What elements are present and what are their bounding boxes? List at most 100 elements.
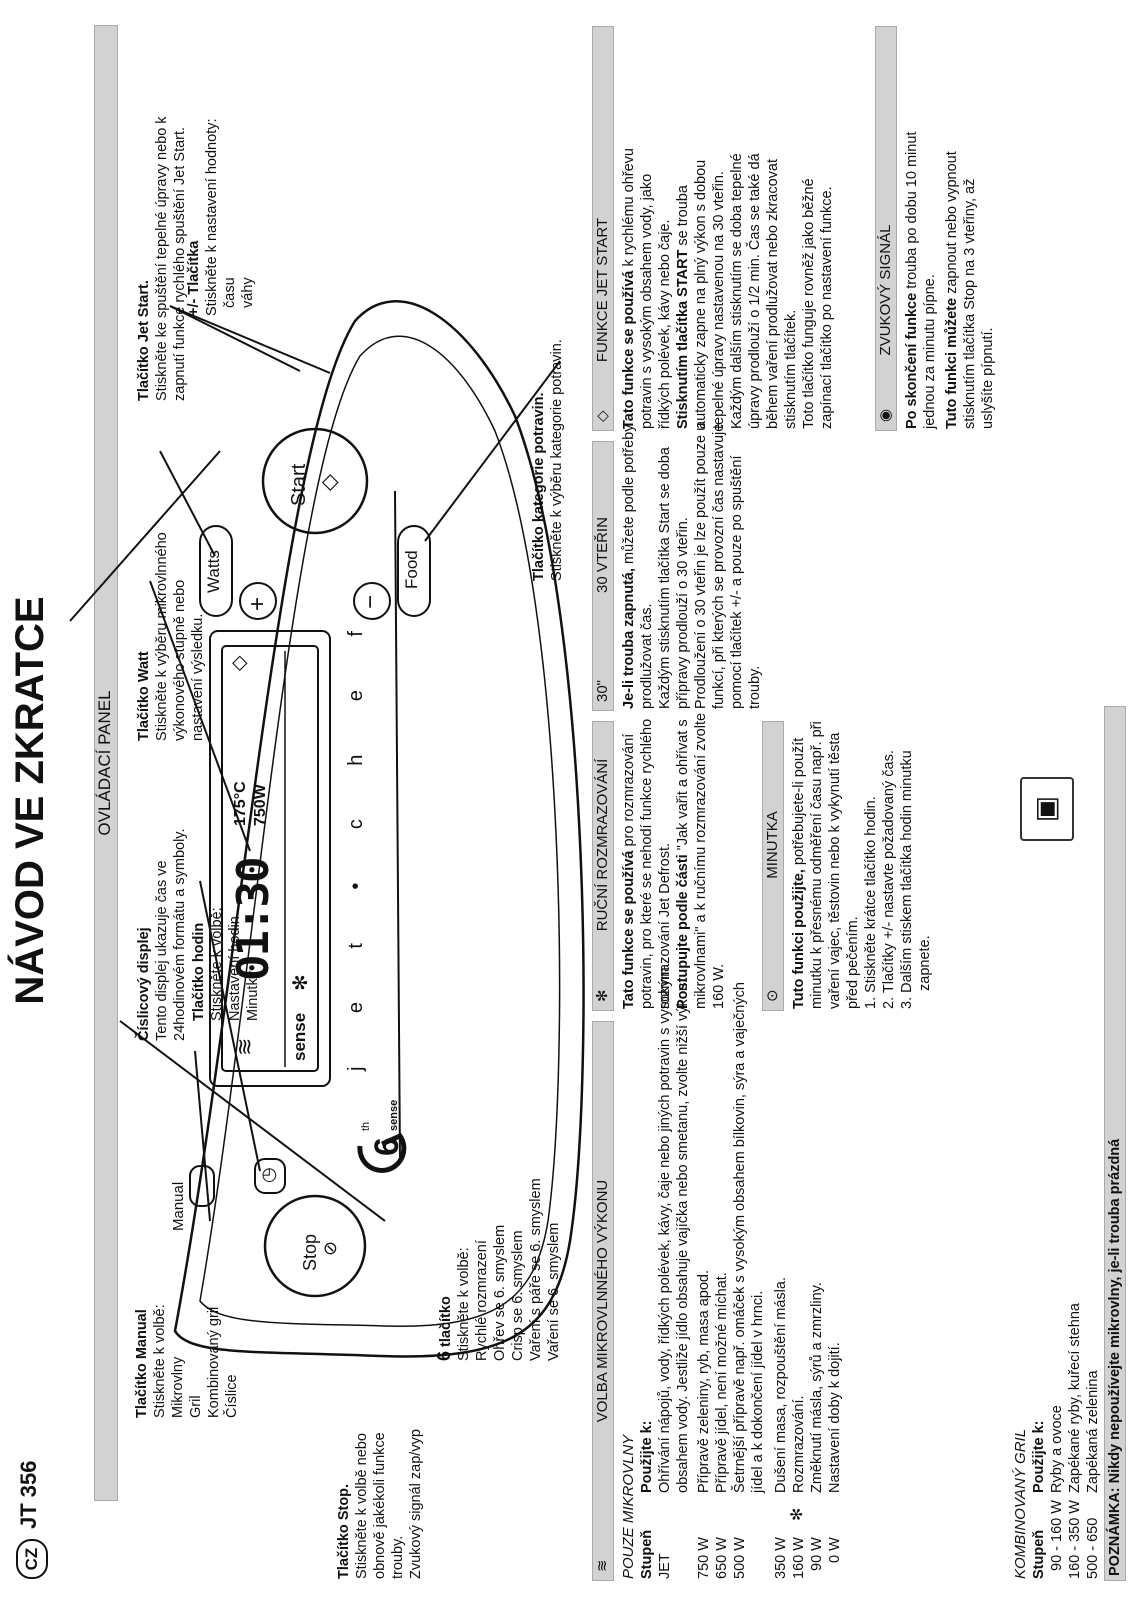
display-window [221,645,319,1072]
combo-use: Zapékaná zelenina [1085,1370,1101,1493]
signal-icon: ◉ [877,408,894,422]
defrost-body: Tato funkce se používá pro rozmrazování … [620,713,728,1009]
start-button [261,427,369,535]
combo-use: Ryby a ovoce [1049,1405,1065,1493]
minutka-section-bar: ⊙ MINUTKA [762,721,784,1011]
callout-line: Stiskněte k volbě: [209,907,225,1021]
callout-line: Stiskněte k nastavení hodnoty: [204,118,220,317]
minutka-line: před pečením. [845,916,861,1009]
callout-display-title: Číslicový displej [136,927,152,1041]
plusminus-callout-line-b [169,305,331,374]
plus-button [239,582,277,620]
panel-outline [173,300,585,1358]
power-use: Nastavení doby k dojití. [827,1342,843,1493]
callout-line: času [222,277,238,308]
jetstart-line: Každým dalším stisknutím se doba tepelné [729,153,745,429]
defrost-icon: ✻ [594,989,611,1002]
power-level: 650 W [714,1537,730,1579]
defrost-line: Postupujte podle části "Jak vařit a ohří… [675,719,691,1009]
sec30-line: přípravy prodlouží o 30 vteřin. [675,517,691,709]
callout-line: 24hodinovém formátu a symboly. [172,828,188,1041]
minutka-line: vaření vajec, těstovin nebo k vykynutí t… [827,732,843,1009]
jetstart-line: řídkých polévek, kávy nebo čaje. [657,219,673,429]
combo-col-use: Použijte k: [1031,1420,1047,1493]
sixth-sense-logo [357,1132,407,1173]
callout-line: výkonového stupně nebo [172,579,188,741]
jetstart-line: stisknutím tlačítek. [783,309,799,429]
minutka-step: 3. Dalším stiskem tlačítka hodin minutku [899,750,915,1009]
sec30-body: Je-li trouba zapnutá, můžete podle potře… [620,423,764,709]
minutka-step: zapnete. [917,935,933,991]
minutka-step: 2. Tlačítky +/- nastavte požadovaný čas. [881,750,897,1009]
minutka-line: Tuto funkci použijte, potřebujete-li pou… [791,737,807,1009]
callout-sixth-title-text: tlačítko [438,1296,454,1347]
defrost-line: 160 W. [711,963,727,1009]
power-use-line: Ohřívání nápojů, vody, řídkých polévek, … [657,967,673,1493]
sec30-line: prodlužovat čas. [639,603,655,709]
food-button-label[interactable]: Food [402,550,421,589]
panel-letters: j e t • c h e f [345,631,368,1071]
power-use: Přípravě jídel, není možné míchat. [714,1272,730,1493]
power-level: JET [657,1553,673,1579]
food-callout-line [424,360,561,542]
clock-button [254,1158,286,1194]
callout-line: Mikrovlny [170,1356,186,1418]
minus-button-label[interactable]: − [357,594,384,609]
stop-button-label[interactable]: Stop [300,1233,320,1271]
sec30-section-title: 30 VTEŘIN [594,517,611,593]
callout-line: Kombinovaný gril [206,1306,222,1418]
stop-button [263,1194,367,1298]
panel-letter: t [345,943,367,949]
plus-button-label[interactable]: + [244,596,271,611]
callout-line: Vaření se 6. smyslem [546,1222,562,1361]
power-use: Ohřívání nápojů, vody, řídkých polévek, … [656,967,692,1493]
callout-line: trouby. [390,1535,406,1579]
clock-button-icon[interactable]: ◷ [258,1167,278,1183]
callout-line: Stiskněte k výběru mikrovlnného [154,532,170,741]
callout-line: Zvukový signál zap/vyp [408,1429,424,1579]
callout-food-title: Tlačítko kategorie potravin. [531,392,547,581]
combo-level: 160 - 350 W [1067,1500,1083,1579]
display-microwave-icon: ≋ [232,1037,257,1056]
sixth-sense-digit[interactable]: 6 [368,1137,406,1156]
minutka-body: Tuto funkci použijte, potřebujete-li pou… [790,721,934,1009]
callout-food: Tlačítko kategorie potravin. Stiskněte k… [530,339,566,581]
watts-button [199,525,233,617]
manual-button-label[interactable]: Manual [170,1181,187,1231]
callout-line: Stiskněte k volbě: [152,1304,168,1418]
panel-letter: f [345,631,367,637]
jetstart-line: tepelné úpravy nastavenou na 30 vteřin. [711,171,727,429]
start-button-label[interactable]: Start [288,463,310,506]
callout-line: Minutky [245,971,261,1021]
display-defrost-icon: ✻ [290,974,312,991]
signal-body: Po skončení funkce trouba po dobu 10 min… [903,132,997,429]
note-body: : Nikdy nepoužívejte mikrovlny, je-li tr… [1107,1138,1123,1493]
watt-callout-line [159,450,216,557]
jetstart-line: automaticky zapne na plný výkon s dobou [693,159,709,429]
sec30-section-bar: 30" 30 VTEŘIN [592,441,614,711]
jetstart-line: Toto tlačítko funguje rovněž jako běžné [801,178,817,429]
panel-letter: j [345,1066,367,1071]
defrost-line: potravin, pro které se nehodí funkce ryc… [639,718,655,1009]
callout-line: váhy [240,277,256,308]
panel-inner-outline [199,335,561,1327]
watts-button-label[interactable]: Watts [204,550,223,593]
jetstart-line: Tato funkce se používá k rychlému ohřevu [621,148,637,429]
sec30-line: Je-li trouba zapnutá, můžete podle potře… [621,424,637,709]
combo-mode-label: KOMBINOVANÝ GRIL [1012,1429,1030,1579]
food-button [397,525,431,617]
callout-sixth-title: 6 tlačítko [434,1178,455,1361]
callout-watt: Tlačítko Watt Stiskněte k výběru mikrovl… [135,532,207,741]
signal-line: stisknutím tlačítka Stop na 3 vteřiny, a… [962,178,978,429]
jetstart-line: zapínací tlačítko po nastavení funkce. [819,186,835,429]
minutka-section-title: MINUTKA [764,811,781,879]
callout-clock: Tlačítko hodin Stiskněte k volbě: Nastav… [190,907,262,1021]
callout-manual-title: Tlačítko Manual [134,1309,150,1418]
callout-line: Tento displej ukazuje čas ve [154,860,170,1041]
combo-use: Zapékané ryby, kuřecí stehna [1067,1303,1083,1493]
display-wattage: 750W [252,784,269,826]
manual-callout-line [194,1050,211,1222]
power-col-level: Stupeň [639,1529,655,1579]
defrost-mark-icon: ✻ [789,1507,806,1521]
